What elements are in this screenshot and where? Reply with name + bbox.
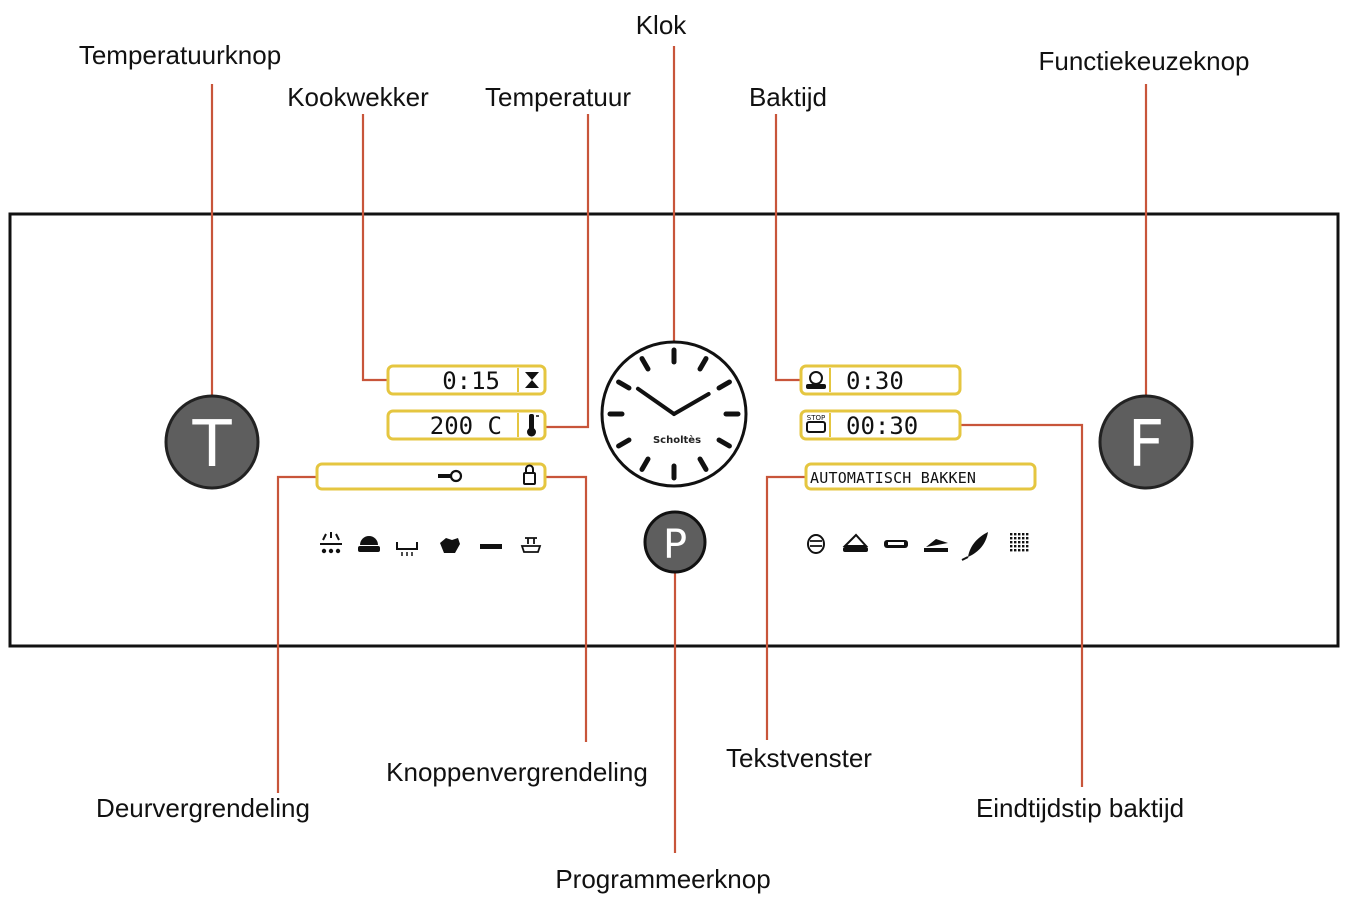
grid-dot: [1018, 549, 1021, 552]
clock-brand: Scholtès: [653, 434, 701, 446]
grid-dot: [1022, 537, 1025, 540]
grid-dot: [1026, 533, 1029, 536]
grid-dot: [1014, 545, 1017, 548]
leader-deurvergrendeling: [276, 475, 317, 793]
grid-dot: [1010, 545, 1013, 548]
label-knoppenvergrendeling: Knoppenvergrendeling: [386, 757, 648, 787]
temperature-value: 200 C: [430, 412, 502, 440]
stop-badge: STOP: [807, 414, 825, 422]
function-knob-letter: F: [1128, 408, 1165, 482]
stop-pot-icon: STOP: [806, 414, 826, 433]
text-window: AUTOMATISCH BAKKEN: [804, 462, 1037, 491]
clock-ticks: [607, 347, 741, 481]
clock-tick: [616, 437, 632, 449]
clock-tick: [616, 379, 632, 391]
grid-dot: [1014, 549, 1017, 552]
label-functiekeuzeknop: Functiekeuzeknop: [1038, 46, 1249, 76]
grid-dot: [1022, 545, 1025, 548]
label-temperatuurknop: Temperatuurknop: [79, 40, 281, 70]
hour-hand: [635, 386, 676, 416]
clock-tick: [716, 437, 732, 449]
left-function-icons: [320, 532, 542, 556]
bottom-element-icon: [480, 544, 502, 549]
oven-dish-icon: [358, 536, 380, 552]
timer-value: 0:15: [442, 367, 500, 395]
grid-dot: [1022, 533, 1025, 536]
grid-dot: [1014, 533, 1017, 536]
lock-display: [315, 462, 547, 491]
label-baktijd: Baktijd: [749, 82, 827, 112]
grid-dot: [1010, 533, 1013, 536]
temperature-knob-letter: T: [191, 408, 232, 482]
grid-dots-icon: [1010, 533, 1029, 552]
grill-element-icon: [884, 540, 908, 548]
key-icon: [438, 469, 463, 483]
cake-icon: [440, 538, 460, 553]
analog-clock: Scholtès: [600, 340, 748, 488]
thermometer-icon: [527, 414, 539, 437]
hourglass-icon: [525, 372, 539, 388]
grid-dot: [1026, 537, 1029, 540]
grid-dot: [1018, 541, 1021, 544]
pot-clock-icon: [806, 371, 826, 389]
clock-tick: [716, 379, 732, 391]
grid-dot: [1018, 545, 1021, 548]
leader-baktijd: [774, 114, 801, 382]
grill-fan-icon: [320, 532, 342, 554]
leaf-icon: [961, 532, 988, 561]
grid-dot: [1026, 549, 1029, 552]
bowl-icon: [842, 533, 869, 552]
temperature-display: 200 C: [386, 409, 547, 441]
program-knob[interactable]: P: [643, 510, 707, 574]
leader-temperatuur: [545, 114, 590, 429]
grid-dot: [1014, 541, 1017, 544]
label-tekstvenster: Tekstvenster: [726, 743, 872, 773]
minute-hand: [672, 392, 711, 416]
label-temperatuur: Temperatuur: [485, 82, 631, 112]
end-time-display: STOP 00:30: [799, 409, 962, 441]
clock-tick: [697, 456, 709, 472]
end-time-value: 00:30: [846, 412, 918, 440]
clock-tick: [639, 356, 651, 372]
grid-dot: [1010, 549, 1013, 552]
right-function-icons: [807, 532, 1029, 561]
cook-time-value: 0:30: [846, 367, 904, 395]
program-knob-letter: P: [663, 522, 687, 568]
leader-kookwekker: [361, 114, 388, 382]
grid-dot: [1022, 541, 1025, 544]
grid-dot: [1014, 537, 1017, 540]
clock-tick: [639, 456, 651, 472]
meat-icon: [924, 539, 948, 552]
bottom-heat-icon: [396, 542, 418, 556]
temperature-knob[interactable]: T: [164, 394, 260, 490]
grid-dot: [1026, 545, 1029, 548]
leader-tekstvenster: [765, 475, 806, 740]
grid-dot: [1018, 537, 1021, 540]
cook-time-display: 0:30: [799, 364, 962, 396]
clock-tick: [697, 356, 709, 372]
label-deurvergrendeling: Deurvergrendeling: [96, 793, 310, 823]
padlock-icon: [523, 464, 536, 485]
label-kookwekker: Kookwekker: [287, 82, 429, 112]
label-klok: Klok: [636, 10, 688, 40]
top-rack-icon: [520, 537, 542, 553]
text-window-value: AUTOMATISCH BAKKEN: [810, 469, 976, 487]
label-eindtijdstip-baktijd: Eindtijdstip baktijd: [976, 793, 1184, 823]
function-knob[interactable]: F: [1098, 394, 1194, 490]
leader-eindtijdstip: [960, 423, 1084, 787]
leader-knoppenvergrendeling: [545, 475, 588, 742]
grid-dot: [1026, 541, 1029, 544]
grid-dot: [1010, 537, 1013, 540]
defrost-icon: [807, 534, 825, 554]
leader-lines: [210, 46, 1148, 853]
grid-dot: [1010, 541, 1013, 544]
label-programmeerknop: Programmeerknop: [555, 864, 770, 894]
grid-dot: [1018, 533, 1021, 536]
grid-dot: [1022, 549, 1025, 552]
timer-display: 0:15: [386, 364, 547, 396]
